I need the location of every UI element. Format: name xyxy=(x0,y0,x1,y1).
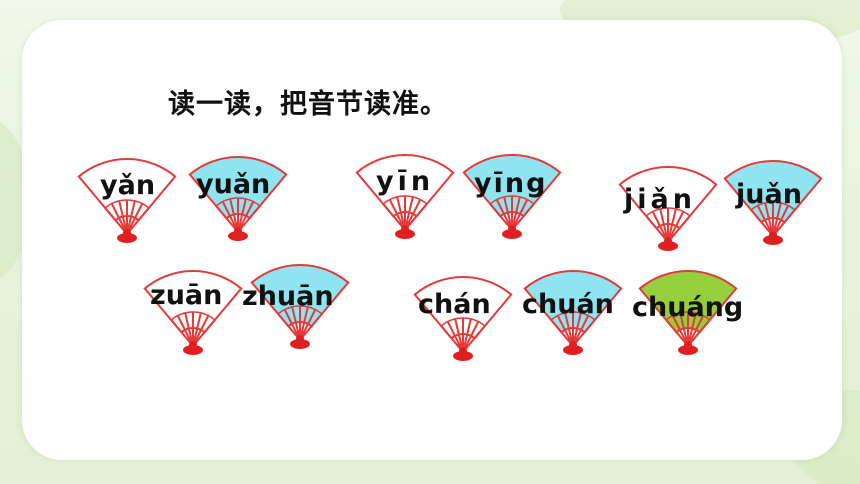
fan-ying[interactable] xyxy=(462,154,562,239)
syllable-chuang: chuáng xyxy=(632,292,744,323)
fan-chuan[interactable] xyxy=(523,270,623,355)
instruction-heading: 读一读，把音节读准。 xyxy=(168,89,448,120)
fan-zhuan[interactable] xyxy=(250,264,350,349)
content-card xyxy=(22,20,842,460)
syllable-yin: yīn xyxy=(376,166,435,197)
syllable-zhuan: zhuān xyxy=(242,281,334,312)
syllable-zuan: zuān xyxy=(150,280,223,311)
syllable-yan: yǎn xyxy=(100,170,156,201)
syllable-jian: jiǎn xyxy=(624,184,696,215)
fan-yuan[interactable] xyxy=(188,156,288,241)
syllable-juan: juǎn xyxy=(736,179,802,210)
fan-chan[interactable] xyxy=(413,276,513,361)
fan-jian[interactable] xyxy=(618,166,718,251)
syllable-ying: yīng xyxy=(474,168,548,199)
fan-juan[interactable] xyxy=(723,160,823,245)
syllable-chan: chán xyxy=(418,289,491,320)
fan-yin[interactable] xyxy=(355,154,455,239)
syllable-yuan: yuǎn xyxy=(196,169,271,200)
syllable-chuan: chuán xyxy=(522,289,614,320)
fan-chuang[interactable] xyxy=(638,270,738,355)
fan-zuan[interactable] xyxy=(143,270,243,355)
fan-yan[interactable] xyxy=(77,158,177,243)
